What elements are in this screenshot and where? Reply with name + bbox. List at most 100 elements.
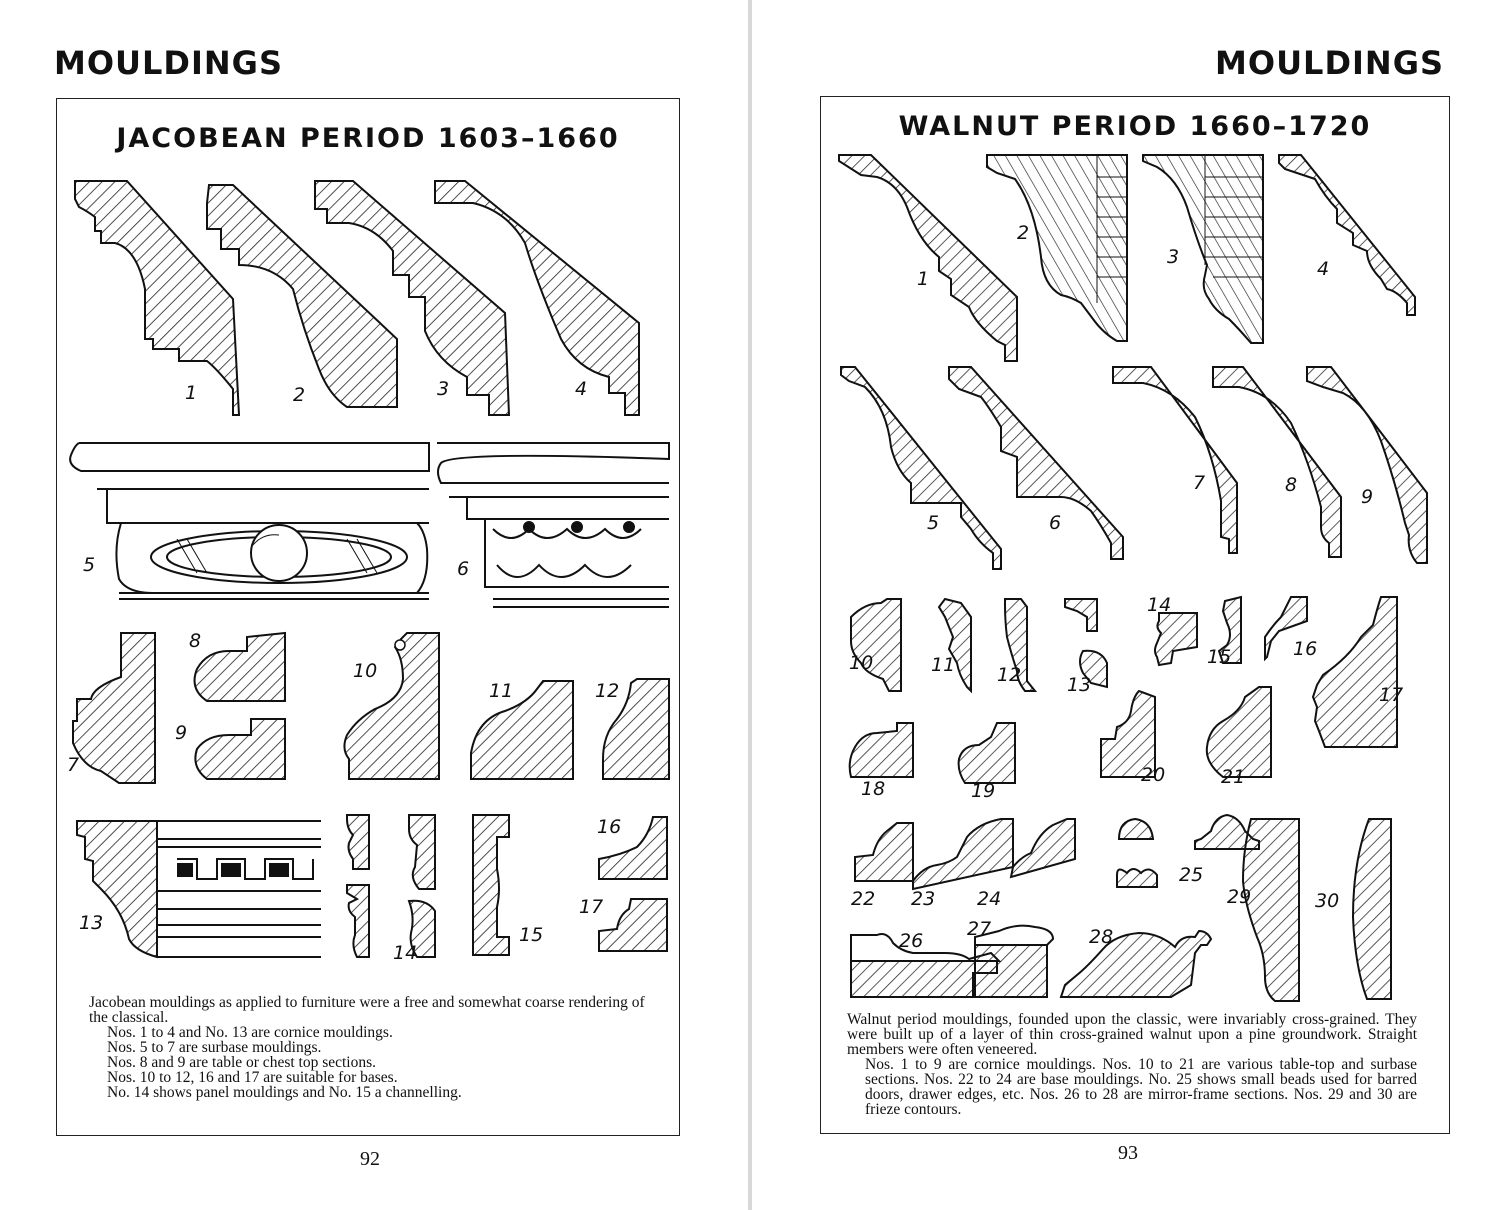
walnut-profile-11: [937, 597, 972, 694]
profile-2: [206, 184, 398, 408]
wfig-27-label: 27: [967, 918, 991, 940]
wfig-8-label: 8: [1285, 474, 1297, 496]
caption-line: Nos. 8 and 9 are table or chest top sect…: [107, 1054, 377, 1071]
caption-line: Nos. 10 to 12, 16 and 17 are suitable fo…: [107, 1069, 398, 1086]
fig-1-label: 1: [185, 382, 197, 404]
fig-3-label: 3: [437, 378, 449, 400]
wfig-2-label: 2: [1017, 222, 1029, 244]
wfig-13-label: 13: [1067, 674, 1091, 696]
caption-line: Nos. 1 to 4 and No. 13 are cornice mould…: [107, 1024, 393, 1041]
profile-12: [602, 678, 670, 780]
fig-11-label: 11: [489, 680, 513, 702]
wfig-23-label: 23: [911, 888, 935, 910]
walnut-profile-10: [850, 598, 902, 692]
wfig-9-label: 9: [1361, 486, 1373, 508]
wfig-21-label: 21: [1221, 766, 1245, 788]
walnut-profile-12: [1004, 598, 1038, 692]
walnut-profile-17: [1311, 596, 1398, 748]
walnut-profile-16: [1264, 596, 1308, 662]
wfig-30-label: 30: [1315, 890, 1339, 912]
profile-16: [598, 816, 668, 880]
wfig-14-label: 14: [1147, 594, 1171, 616]
fig-16-label: 16: [597, 816, 621, 838]
frieze-contour-30: [1351, 818, 1392, 1000]
mirror-frame-27: [974, 924, 1055, 998]
wfig-17-label: 17: [1379, 684, 1403, 706]
jacobean-moulding-drawings: 1 2 3 4 5: [67, 180, 670, 964]
wfig-26-label: 26: [899, 930, 923, 952]
wfig-10-label: 10: [849, 652, 873, 674]
small-beads-25: [1116, 813, 1260, 888]
caption-intro: Jacobean mouldings as applied to furnitu…: [89, 994, 645, 1026]
walnut-profile-23: [912, 818, 1014, 891]
plate-frame: JACOBEAN PERIOD 1603–1660 1 2 3: [56, 98, 680, 1136]
wfig-6-label: 6: [1049, 512, 1061, 534]
left-page: MOULDINGS JACOBEAN PERIOD 1603–1660 1: [0, 0, 748, 1210]
walnut-profile-14: [1154, 612, 1198, 667]
right-page: MOULDINGS WALNUT PERIOD 1660–1720 1: [752, 0, 1500, 1210]
walnut-profile-6: [948, 366, 1124, 560]
walnut-profile-2: [986, 154, 1128, 342]
walnut-profile-19: [957, 722, 1016, 784]
fig-5-label: 5: [83, 554, 95, 576]
mirror-frame-28: [1059, 929, 1213, 998]
profile-9: [194, 718, 286, 780]
walnut-profile-15: [1217, 595, 1242, 664]
caption-intro: Walnut period mouldings, founded upon th…: [847, 1011, 1417, 1058]
walnut-profile-20: [1100, 689, 1156, 778]
fig-12-label: 12: [595, 680, 619, 702]
plate-title: WALNUT PERIOD 1660–1720: [898, 111, 1372, 142]
walnut-profile-24: [1009, 818, 1076, 879]
page-number: 93: [1118, 1142, 1138, 1164]
profile-4: [434, 180, 640, 416]
wfig-15-label: 15: [1207, 646, 1231, 668]
profile-1: [74, 180, 241, 416]
plate-title: JACOBEAN PERIOD 1603–1660: [116, 123, 620, 154]
wfig-16-label: 16: [1293, 638, 1317, 660]
channelling-15: [472, 814, 510, 956]
running-head: MOULDINGS: [54, 44, 283, 82]
walnut-profile-3: [1142, 154, 1264, 344]
walnut-profile-7: [1112, 366, 1238, 554]
page-number: 92: [360, 1148, 380, 1170]
wfig-19-label: 19: [971, 780, 995, 802]
walnut-profile-5: [840, 366, 1002, 570]
walnut-profile-13: [1064, 598, 1108, 689]
profile-11: [470, 680, 574, 780]
profile-3: [314, 180, 511, 416]
walnut-moulding-drawings: 1 2 3: [838, 154, 1428, 1002]
walnut-profile-1: [838, 154, 1018, 362]
wfig-11-label: 11: [931, 654, 955, 676]
caption-line: No. 14 shows panel mouldings and No. 15 …: [107, 1084, 462, 1101]
plate-frame: WALNUT PERIOD 1660–1720 1: [820, 96, 1450, 1134]
walnut-profile-22: [854, 822, 914, 882]
cornice-moulding-13: [76, 820, 321, 959]
wfig-7-label: 7: [1193, 472, 1205, 494]
wfig-1-label: 1: [917, 268, 929, 290]
fig-6-label: 6: [457, 558, 469, 580]
fig-15-label: 15: [519, 924, 543, 946]
surbase-moulding-6: [437, 442, 670, 608]
walnut-profile-21: [1205, 686, 1272, 778]
wfig-22-label: 22: [851, 888, 875, 910]
caption-line: Nos. 5 to 7 are surbase mouldings.: [107, 1039, 322, 1056]
fig-17-label: 17: [579, 896, 603, 918]
fig-10-label: 10: [353, 660, 377, 682]
profile-8: [193, 631, 286, 702]
fig-9-label: 9: [175, 722, 187, 744]
wfig-29-label: 29: [1227, 886, 1251, 908]
profile-10: [343, 632, 440, 780]
walnut-profile-18: [848, 722, 914, 778]
walnut-profile-4: [1278, 154, 1416, 316]
caption-line: Nos. 1 to 9 are cornice mouldings. Nos. …: [865, 1056, 1417, 1118]
wfig-5-label: 5: [927, 512, 939, 534]
wfig-28-label: 28: [1089, 926, 1113, 948]
wfig-12-label: 12: [997, 664, 1021, 686]
fig-8-label: 8: [189, 630, 201, 652]
profile-7: [72, 632, 156, 784]
walnut-profile-9: [1306, 366, 1428, 564]
fig-4-label: 4: [575, 378, 587, 400]
wfig-24-label: 24: [977, 888, 1001, 910]
frieze-contour-29: [1241, 818, 1300, 1002]
wfig-18-label: 18: [861, 778, 885, 800]
